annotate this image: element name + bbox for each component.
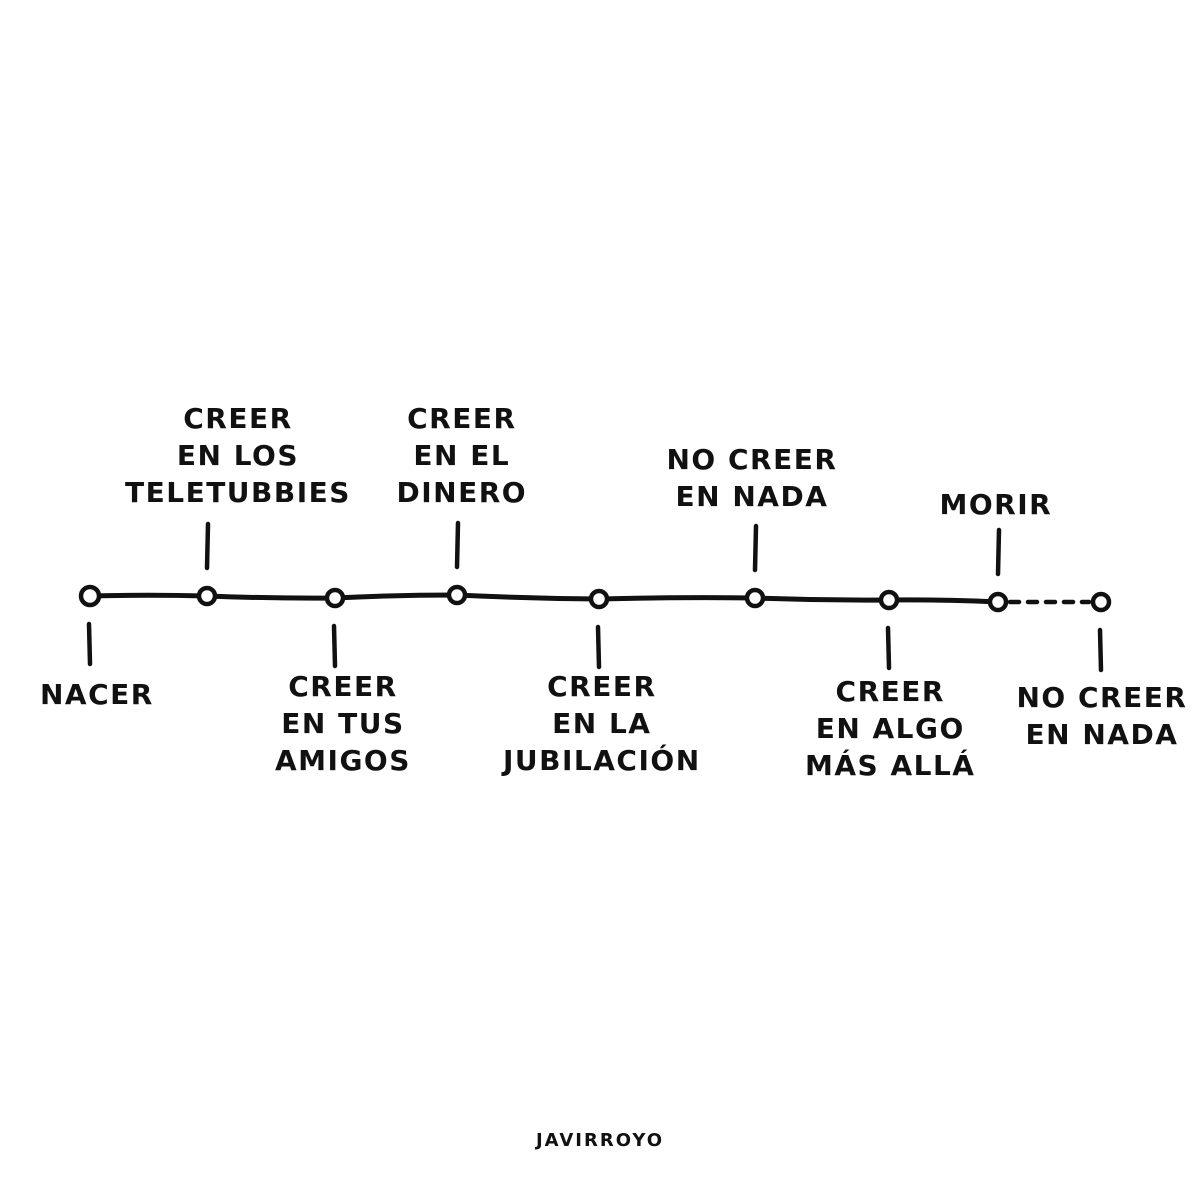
event-label-line: CREER	[407, 402, 517, 435]
event-label-line: MÁS ALLÁ	[805, 749, 976, 782]
event-label-line: JUBILACIÓN	[503, 744, 701, 777]
event-node-6	[744, 587, 766, 609]
event-node-1	[78, 584, 102, 608]
event-tick-2	[204, 521, 211, 571]
event-label-line: NO CREER	[666, 443, 838, 476]
event-tick-9	[1097, 627, 1104, 673]
event-label-line: CREER	[288, 670, 398, 703]
event-tick-4	[454, 520, 461, 570]
event-label-line: EN LA	[552, 707, 652, 740]
event-tick-3	[331, 623, 338, 669]
event-label-line: EN EL	[413, 439, 511, 472]
event-label-7: CREER EN ALGO MÁS ALLÁ	[805, 673, 975, 784]
event-label-line: NO CREER	[1016, 681, 1188, 714]
event-label-line: EN NADA	[1025, 718, 1179, 751]
event-label-2: CREER EN LOS TELETUBBIES	[125, 400, 351, 511]
event-tick-8	[995, 527, 1002, 577]
event-tick-6	[752, 523, 759, 573]
event-label-8: MORIR	[940, 486, 1053, 523]
event-label-line: EN LOS	[176, 439, 300, 472]
event-label-line: CREER	[835, 675, 945, 708]
event-label-line: MORIR	[939, 488, 1053, 521]
event-node-2	[196, 585, 218, 607]
event-label-6: NO CREER EN NADA	[667, 441, 838, 515]
author-signature: JAVIRROYO	[535, 1130, 665, 1151]
event-node-9	[1090, 591, 1112, 613]
event-label-4: CREER EN EL DINERO	[397, 400, 528, 511]
event-label-line: AMIGOS	[275, 744, 411, 777]
event-node-5	[588, 588, 610, 610]
event-tick-5	[595, 624, 602, 670]
event-label-1: NACER	[40, 676, 154, 713]
event-label-line: NACER	[40, 678, 154, 711]
event-label-line: EN TUS	[281, 707, 405, 740]
event-node-8	[987, 591, 1009, 613]
event-node-3	[324, 587, 346, 609]
event-label-line: CREER	[547, 670, 657, 703]
event-label-3: CREER EN TUS AMIGOS	[275, 668, 411, 779]
event-label-5: CREER EN LA JUBILACIÓN	[503, 668, 701, 779]
event-tick-7	[885, 625, 892, 671]
event-label-9: NO CREER EN NADA	[1017, 679, 1188, 753]
event-label-line: EN NADA	[675, 480, 829, 513]
timeline-main-line	[87, 592, 1001, 605]
event-tick-1	[86, 621, 93, 667]
event-node-4	[446, 584, 468, 606]
event-label-line: EN ALGO	[815, 712, 965, 745]
event-label-line: CREER	[183, 402, 293, 435]
event-label-line: TELETUBBIES	[125, 476, 351, 509]
event-label-line: DINERO	[396, 476, 528, 509]
event-node-7	[878, 589, 900, 611]
